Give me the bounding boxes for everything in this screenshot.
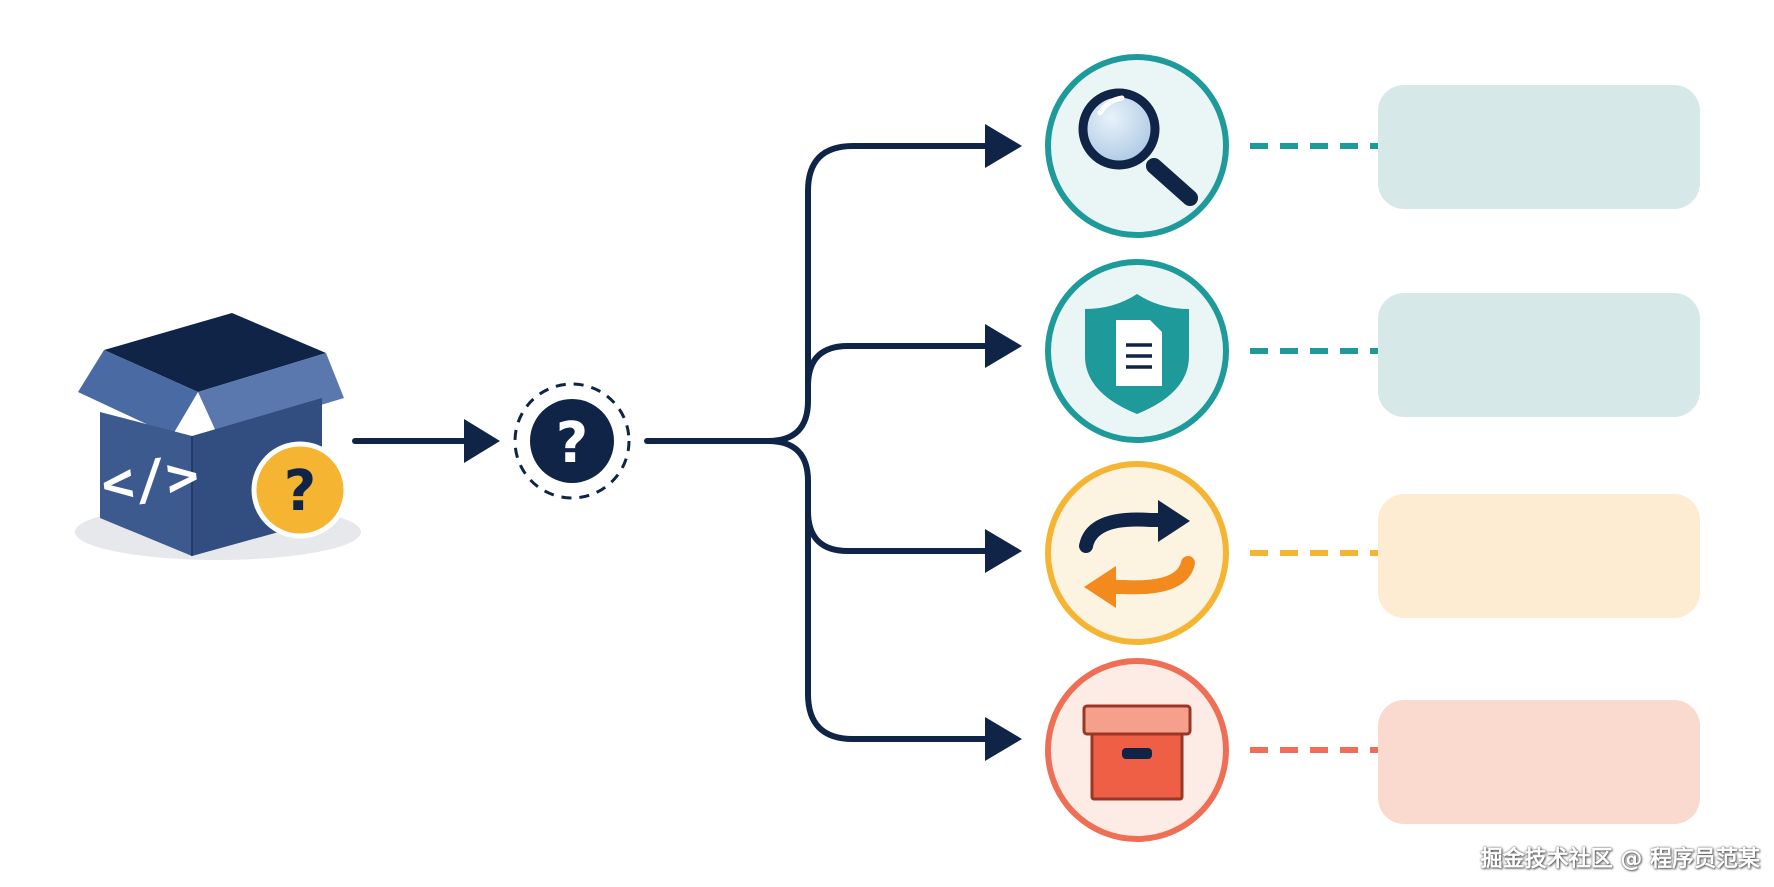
archive-card [1378, 700, 1700, 824]
branch-archive [1045, 658, 1700, 842]
watermark: 掘金技术社区 @ 程序员范某 [1480, 847, 1760, 872]
exchange-ring [1045, 461, 1229, 645]
shield-document-icon [1085, 294, 1189, 414]
question-badge-label: ? [284, 459, 316, 524]
magnifier-icon [1078, 88, 1198, 206]
search-card [1378, 85, 1700, 209]
decision-node-icon: ? [513, 382, 631, 500]
branch-search [1045, 54, 1700, 238]
code-symbol: </> [98, 443, 202, 516]
exchange-card [1378, 494, 1700, 618]
arrow-to-decision [352, 419, 500, 463]
decision-node-label: ? [556, 411, 588, 476]
question-badge-icon: ? [251, 441, 349, 539]
archive-box-icon [1082, 704, 1192, 801]
branch-connectors [644, 143, 993, 742]
swap-arrows-icon [1079, 500, 1195, 608]
branch-exchange [1045, 461, 1700, 645]
security-card [1378, 293, 1700, 417]
branch-security [1045, 259, 1700, 443]
branch-arrowheads [985, 124, 1022, 761]
